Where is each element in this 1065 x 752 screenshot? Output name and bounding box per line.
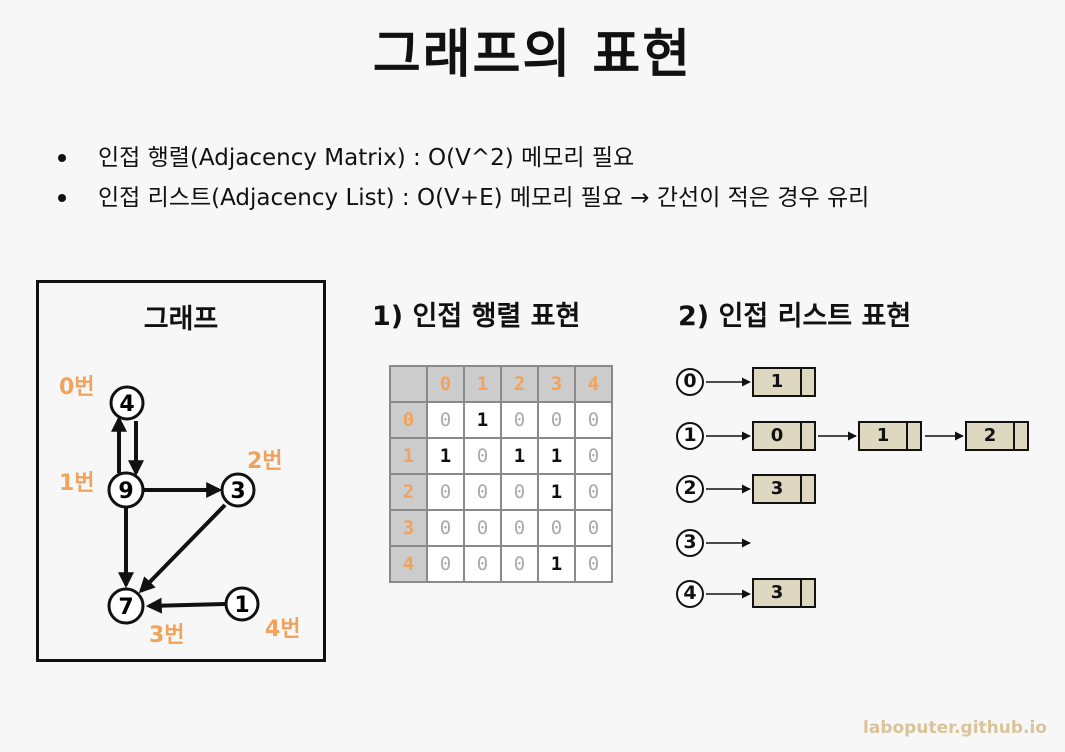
- matrix-col-header: 3: [537, 365, 576, 403]
- matrix-cell: 0: [500, 473, 539, 511]
- matrix-cell: 0: [463, 437, 502, 475]
- graph-panel: 그래프 4 9 3 7 1: [36, 280, 326, 662]
- matrix-cell: 0: [500, 509, 539, 547]
- graph-node: 7: [107, 587, 145, 625]
- bullet-list: 인접 행렬(Adjacency Matrix) : O(V^2) 메모리 필요 …: [58, 138, 869, 218]
- bullet-item: 인접 행렬(Adjacency Matrix) : O(V^2) 메모리 필요: [58, 138, 869, 178]
- list-node: 1: [858, 421, 922, 451]
- bullet-dot: [58, 154, 66, 162]
- matrix-cell: 0: [574, 401, 613, 439]
- footer-credit: laboputer.github.io: [863, 718, 1047, 738]
- edge-3-7: [138, 503, 227, 594]
- matrix-cell: 0: [426, 545, 465, 583]
- matrix-col-header: 2: [500, 365, 539, 403]
- matrix-cell: 0: [574, 509, 613, 547]
- matrix-cell: 0: [463, 545, 502, 583]
- list-index: 3: [676, 529, 704, 557]
- matrix-row-header: 2: [389, 473, 428, 511]
- list-title: 2) 인접 리스트 표현: [678, 301, 912, 332]
- matrix-cell: 1: [426, 437, 465, 475]
- list-node-value: 1: [754, 369, 802, 395]
- matrix-row: 4 0 0 0 1 0: [389, 545, 613, 583]
- graph-node-label: 9: [118, 479, 133, 504]
- graph-diagram: 4 9 3 7 1: [107, 385, 260, 625]
- matrix-cell: 0: [500, 401, 539, 439]
- list-node-value: 1: [860, 423, 908, 449]
- matrix-corner-cell: [389, 365, 428, 403]
- bullet-text: 인접 행렬(Adjacency Matrix) : O(V^2) 메모리 필요: [98, 145, 635, 171]
- matrix-cell: 0: [463, 473, 502, 511]
- list-node: 3: [752, 474, 816, 504]
- matrix-row: 2 0 0 0 1 0: [389, 473, 613, 511]
- list-index: 2: [676, 475, 704, 503]
- list-node-value: 0: [754, 423, 802, 449]
- node-tag-label: 3번: [149, 623, 185, 648]
- list-node: 3: [752, 578, 816, 608]
- matrix-cell: 0: [426, 473, 465, 511]
- list-node: 2: [965, 421, 1029, 451]
- adjacency-matrix: 0 1 2 3 4 0 0 1 0 0 0 1 1 0 1 1 0 2 0 0 …: [389, 365, 613, 583]
- matrix-row-header: 4: [389, 545, 428, 583]
- graph-node: 9: [107, 471, 145, 509]
- bullet-dot: [58, 194, 66, 202]
- graph-title: 그래프: [143, 304, 219, 335]
- list-index: 0: [676, 368, 704, 396]
- matrix-row: 1 1 0 1 1 0: [389, 437, 613, 475]
- matrix-cell: 0: [574, 545, 613, 583]
- graph-node: 1: [224, 586, 260, 622]
- node-tag-label: 2번: [247, 449, 283, 474]
- list-node-value: 2: [967, 423, 1015, 449]
- matrix-row-header: 3: [389, 509, 428, 547]
- node-tag-label: 4번: [265, 617, 301, 642]
- edge-1-7: [145, 597, 226, 614]
- matrix-cell: 0: [500, 545, 539, 583]
- list-index: 1: [676, 422, 704, 450]
- list-node: 1: [752, 367, 816, 397]
- matrix-cell: 0: [537, 509, 576, 547]
- list-node-value: 3: [754, 580, 802, 606]
- matrix-cell: 0: [537, 401, 576, 439]
- matrix-cell: 1: [537, 437, 576, 475]
- matrix-header-row: 0 1 2 3 4: [389, 365, 613, 403]
- matrix-cell: 1: [463, 401, 502, 439]
- matrix-cell: 0: [574, 437, 613, 475]
- matrix-row-header: 0: [389, 401, 428, 439]
- matrix-cell: 1: [500, 437, 539, 475]
- graph-node: 3: [220, 472, 256, 508]
- bullet-text: 인접 리스트(Adjacency List) : O(V+E) 메모리 필요 →…: [98, 185, 870, 211]
- matrix-row-header: 1: [389, 437, 428, 475]
- matrix-cell: 0: [574, 473, 613, 511]
- node-tag-label: 0번: [59, 375, 95, 400]
- graph-node-label: 4: [119, 392, 134, 417]
- matrix-cell: 1: [537, 545, 576, 583]
- matrix-col-header: 1: [463, 365, 502, 403]
- page-title: 그래프의 표현: [372, 25, 693, 85]
- list-node-value: 3: [754, 476, 802, 502]
- bullet-item: 인접 리스트(Adjacency List) : O(V+E) 메모리 필요 →…: [58, 178, 869, 218]
- graph-node-label: 3: [230, 479, 245, 504]
- matrix-cell: 0: [426, 401, 465, 439]
- matrix-col-header: 0: [426, 365, 465, 403]
- list-index: 4: [676, 580, 704, 608]
- matrix-title: 1) 인접 행렬 표현: [372, 301, 581, 332]
- graph-node-label: 7: [118, 595, 133, 620]
- node-tag-label: 1번: [59, 471, 95, 496]
- graph-node-label: 1: [234, 593, 249, 618]
- list-node: 0: [752, 421, 816, 451]
- matrix-col-header: 4: [574, 365, 613, 403]
- matrix-cell: 0: [426, 509, 465, 547]
- matrix-cell: 0: [463, 509, 502, 547]
- graph-node: 4: [109, 385, 145, 421]
- matrix-row: 3 0 0 0 0 0: [389, 509, 613, 547]
- matrix-row: 0 0 1 0 0 0: [389, 401, 613, 439]
- matrix-cell: 1: [537, 473, 576, 511]
